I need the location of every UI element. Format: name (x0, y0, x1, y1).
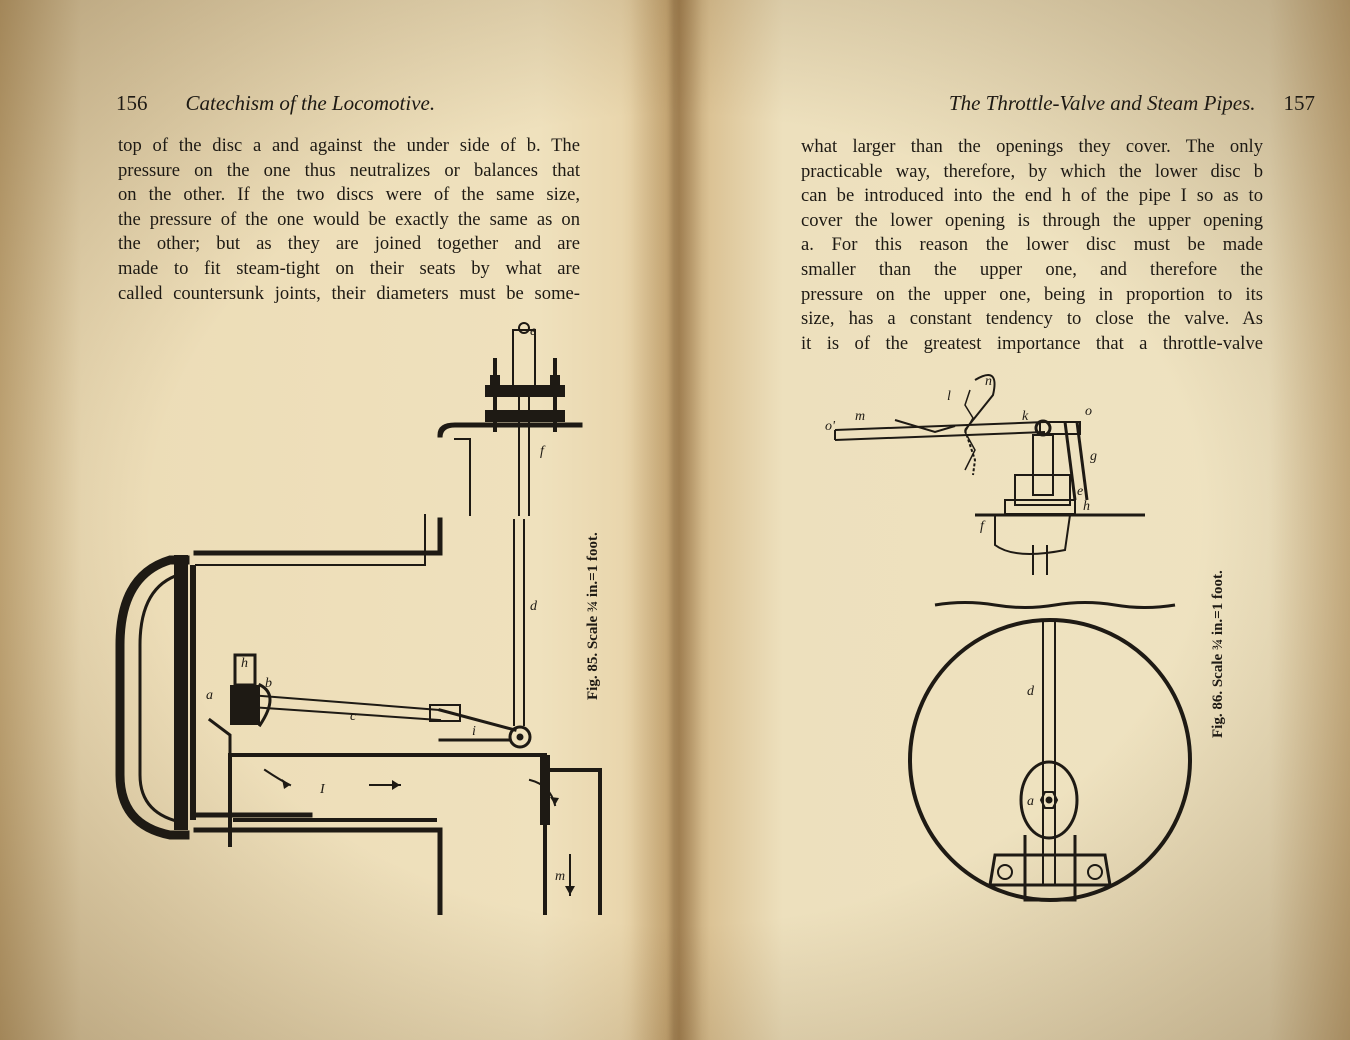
fig85-label-d: d (530, 599, 538, 614)
text-line: size, has a constant tendency to close t… (801, 308, 1263, 330)
fig85-label-I: I (319, 782, 326, 797)
text-line: the pressure of the one would be exactly… (118, 208, 580, 230)
book-gutter (630, 0, 710, 1040)
right-running-head: The Throttle-Valve and Steam Pipes. 157 (845, 88, 1315, 118)
fig86-label-k: k (1022, 409, 1029, 424)
fig86-label-n: n (985, 374, 992, 389)
figure-85-caption: Fig. 85. Scale ¾ in.=1 foot. (585, 532, 601, 700)
fig86-label-m: m (855, 409, 865, 424)
left-running-head: 156 Catechism of the Locomotive. (116, 88, 586, 118)
text-line: on the other. If the two discs were of t… (118, 184, 580, 206)
left-page: 156 Catechism of the Locomotive. top of … (115, 88, 602, 915)
fig86-label-a: a (1027, 794, 1034, 809)
fig86-label-l: l (947, 389, 951, 404)
right-running-title: The Throttle-Valve and Steam Pipes. (948, 91, 1256, 115)
text-line: made to fit steam-tight on their seats b… (118, 257, 580, 279)
text-line: can be introduced into the end h of the … (801, 185, 1263, 207)
fig85-label-e: e (530, 324, 536, 339)
fig85-label-h: h (241, 656, 248, 671)
fig86-label-o: o (1085, 404, 1092, 419)
text-line: what larger than the openings they cover… (801, 136, 1263, 157)
right-body-text: what larger than the openings they cover… (801, 135, 1263, 356)
fig86-label-o-prime: o' (825, 419, 836, 434)
text-line: practicable way, therefore, by which the… (801, 160, 1263, 182)
figure-85-drawing: a b c d e f h i I m (115, 322, 602, 915)
text-line: the other; but as they are joined togeth… (118, 233, 580, 255)
fig85-label-a: a (206, 688, 213, 703)
fig85-label-m: m (555, 869, 565, 884)
text-line: smaller than the upper one, and therefor… (801, 258, 1263, 280)
text-line: it is of the greatest importance that a … (801, 332, 1263, 354)
text-line: called countersunk joints, their diamete… (118, 282, 580, 304)
fig86-label-d: d (1027, 684, 1035, 699)
text-line: a. For this reason the lower disc must b… (801, 234, 1263, 256)
fig86-label-f: f (980, 519, 986, 534)
fig85-label-c: c (350, 709, 357, 724)
text-line: pressure on the upper one, being in prop… (801, 283, 1263, 305)
fig85-label-b: b (265, 676, 272, 691)
text-line: top of the disc a and against the under … (118, 135, 580, 156)
fig85-label-f: f (540, 444, 546, 459)
left-body-text: top of the disc a and against the under … (118, 134, 580, 306)
figure-86-drawing: o' m n l k o g e h f d a (825, 374, 1192, 902)
fig86-label-h: h (1083, 499, 1090, 514)
left-page-number: 156 (116, 91, 148, 115)
right-page-number: 157 (1283, 91, 1316, 115)
right-page: The Throttle-Valve and Steam Pipes. 157 … (675, 0, 1350, 1040)
figure-86-caption: Fig. 86. Scale ¾ in.=1 foot. (1210, 570, 1226, 738)
text-line: cover the lower opening is through the u… (801, 209, 1263, 231)
fig85-label-i: i (472, 724, 476, 739)
left-running-title: Catechism of the Locomotive. (185, 91, 436, 115)
text-line: pressure on the one thus neutralizes or … (118, 159, 580, 181)
fig86-label-e: e (1077, 484, 1083, 499)
fig86-label-g: g (1090, 449, 1097, 464)
